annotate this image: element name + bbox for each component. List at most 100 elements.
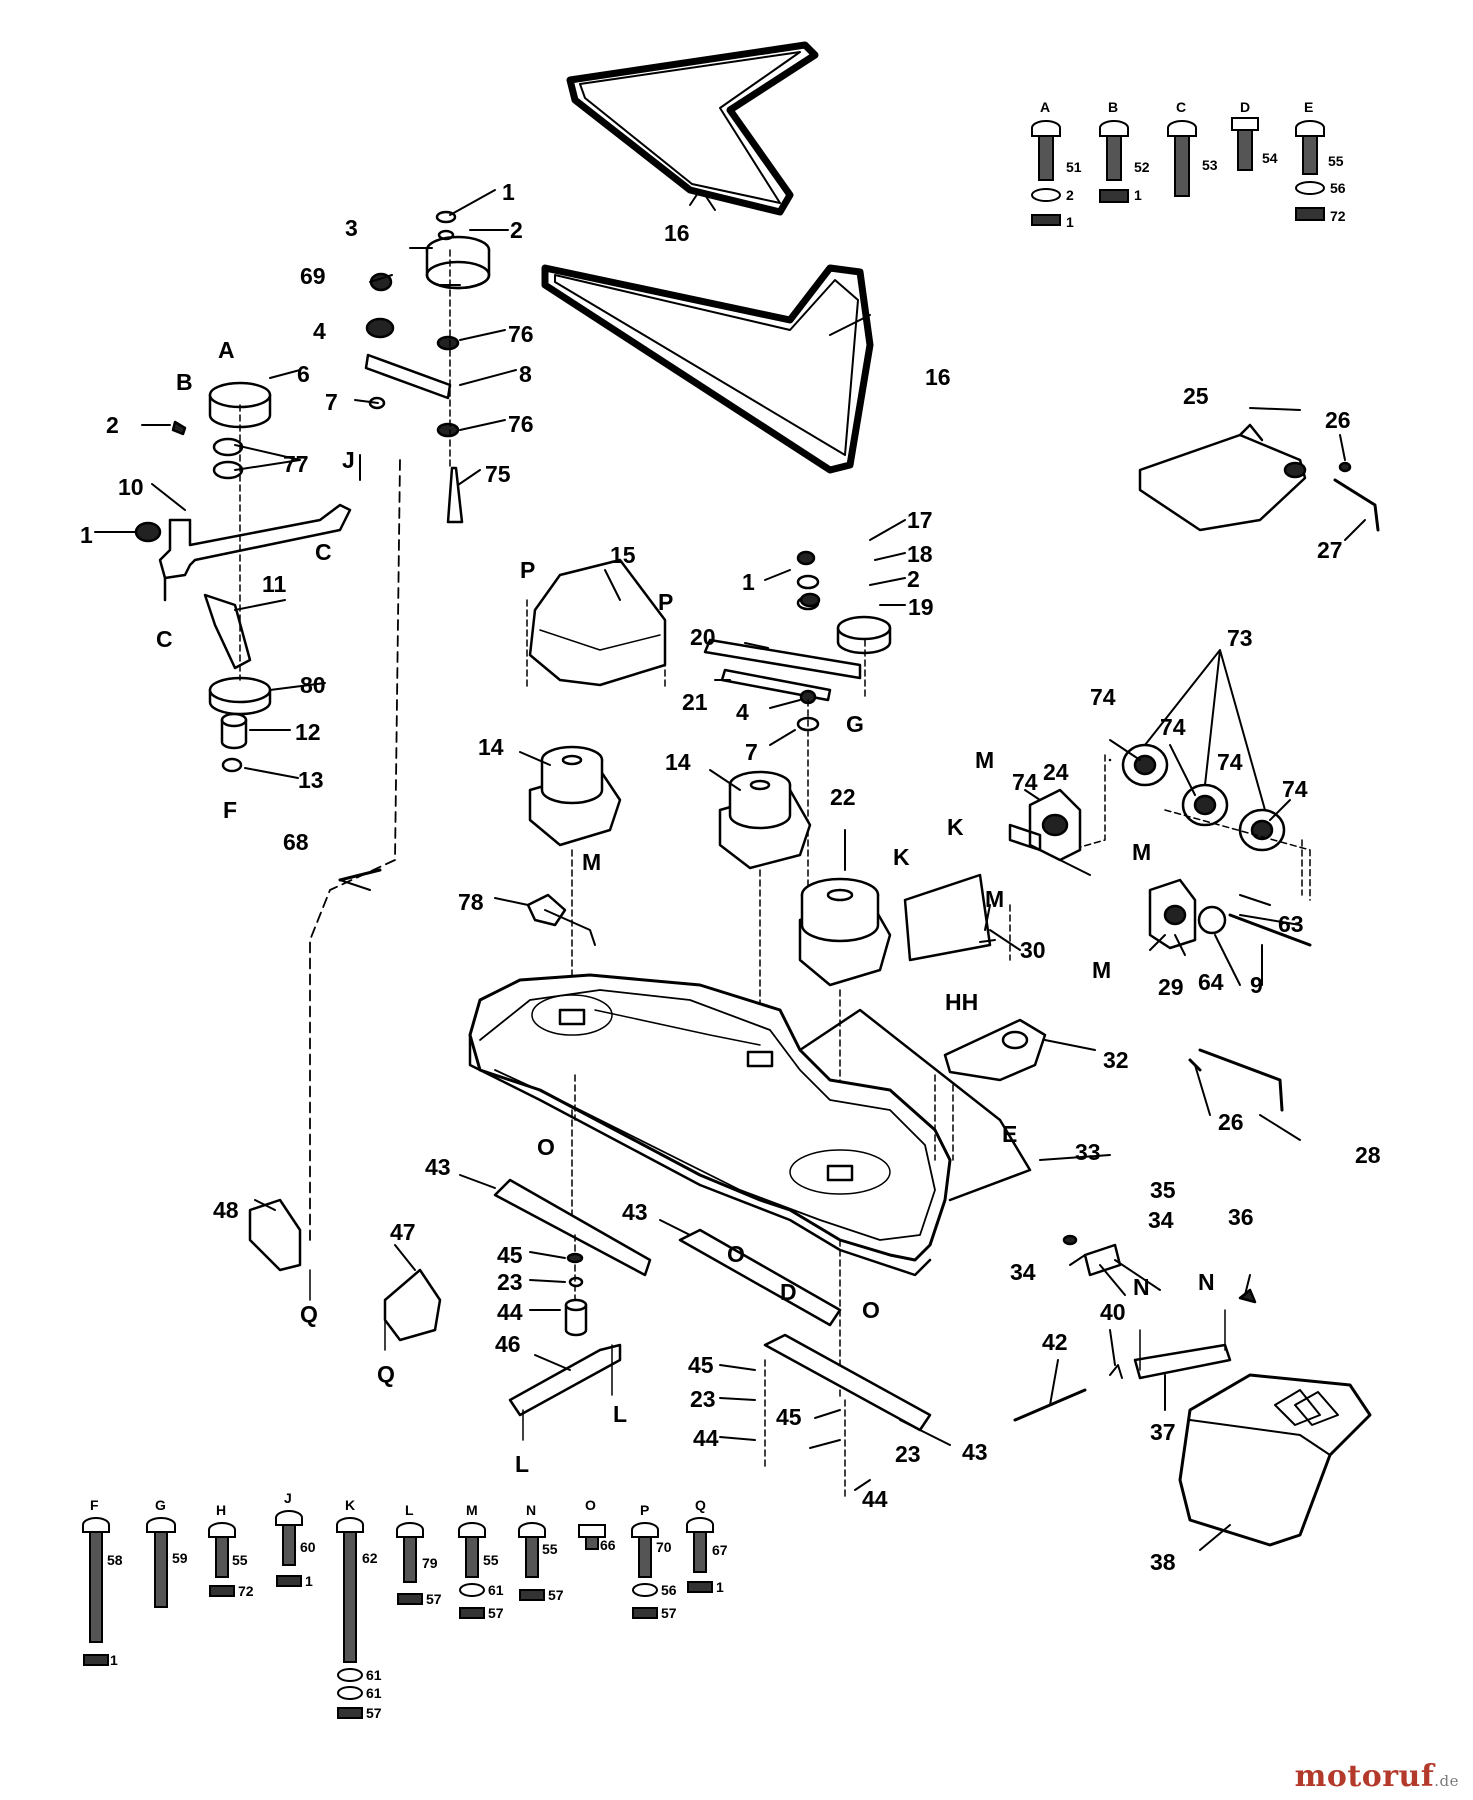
- callout-label: 26: [1218, 1109, 1244, 1135]
- callout-label: HH: [945, 989, 978, 1015]
- hardware-part: 72: [238, 1583, 254, 1599]
- wheel-bracket-24: [1008, 788, 1082, 862]
- callout-label: 19: [908, 594, 934, 620]
- callout-label: 16: [925, 364, 951, 390]
- callout-label: C: [315, 539, 332, 565]
- hardware-letter: Q: [695, 1497, 706, 1513]
- hardware-letter: A: [1040, 99, 1050, 115]
- callout-label: 43: [622, 1199, 648, 1225]
- callout-label: 14: [665, 749, 691, 775]
- hardware-letter: K: [345, 1497, 355, 1513]
- callout-label: 22: [830, 784, 856, 810]
- hardware-part: 1: [110, 1652, 118, 1668]
- callout-label: 2: [106, 412, 119, 438]
- control-cable: [309, 459, 401, 1241]
- hardware-letter: D: [1240, 99, 1250, 115]
- callout-label: 77: [283, 451, 309, 477]
- deflector-bracket: [1138, 423, 1380, 532]
- callout-label: M: [975, 747, 994, 773]
- callout-label: G: [846, 711, 864, 737]
- callout-label: O: [862, 1297, 880, 1323]
- spindle-center: [718, 770, 812, 1201]
- hardware-part: 58: [107, 1552, 123, 1568]
- hardware-part: 56: [1330, 180, 1346, 196]
- hardware-letter: N: [526, 1502, 536, 1518]
- hardware-letter: L: [405, 1502, 414, 1518]
- callout-label: L: [515, 1451, 529, 1477]
- hardware-part: 57: [488, 1605, 504, 1621]
- callout-label: E: [1002, 1121, 1017, 1147]
- hardware-letter: J: [284, 1490, 292, 1506]
- callout-label: 2: [907, 566, 920, 592]
- hardware-part: 79: [422, 1555, 438, 1571]
- watermark-suffix: .de: [1434, 1772, 1459, 1790]
- callout-label: 1: [80, 522, 93, 548]
- hardware-part: 57: [366, 1705, 382, 1721]
- callout-label: 44: [497, 1299, 523, 1325]
- plate-30: [903, 873, 992, 962]
- callout-label: 35: [1150, 1177, 1176, 1203]
- callout-label: P: [658, 589, 673, 615]
- callout-label: L: [613, 1401, 627, 1427]
- callout-label: 7: [745, 739, 758, 765]
- callout-label: 45: [776, 1404, 802, 1430]
- hardware-part: 1: [305, 1573, 313, 1589]
- callout-label: 74: [1160, 714, 1186, 740]
- hardware-part: 1: [1066, 214, 1074, 230]
- hardware-letter: H: [216, 1502, 226, 1518]
- callout-label: B: [176, 369, 193, 395]
- callout-label: 75: [485, 461, 511, 487]
- callout-label: 69: [300, 263, 326, 289]
- blade-right: [763, 1333, 932, 1501]
- hardware-part: 53: [1202, 157, 1218, 173]
- pulley-left: [134, 381, 352, 773]
- callout-label: 37: [1150, 1419, 1176, 1445]
- hardware-part: 55: [1328, 153, 1344, 169]
- callout-label: 74: [1012, 769, 1038, 795]
- callout-label: 36: [1228, 1204, 1254, 1230]
- hardware-part: 56: [661, 1582, 677, 1598]
- callout-label: 9: [1250, 972, 1263, 998]
- hardware-part: 2: [1066, 187, 1074, 203]
- hardware-part: 66: [600, 1537, 616, 1553]
- callout-label: 64: [1198, 969, 1224, 995]
- callout-label: 80: [300, 672, 326, 698]
- hardware-letter: G: [155, 1497, 166, 1513]
- callout-label: 63: [1278, 911, 1304, 937]
- callout-label: 24: [1043, 759, 1069, 785]
- callout-label: O: [727, 1241, 745, 1267]
- callout-label: 45: [688, 1352, 714, 1378]
- callout-label: 26: [1325, 407, 1351, 433]
- callout-label: 76: [508, 411, 534, 437]
- hardware-letter: E: [1304, 99, 1313, 115]
- callout-label: 23: [497, 1269, 523, 1295]
- gauge-wheels: [1069, 743, 1311, 901]
- callout-label: 25: [1183, 383, 1209, 409]
- dashed-connectors: [574, 839, 1303, 1161]
- callout-label: 2: [510, 217, 523, 243]
- callout-label: 27: [1317, 537, 1343, 563]
- hardware-top-labels: A 51 2 1 B 52 1 C 53 D 54 E 55 56 72: [1040, 99, 1346, 230]
- leader-lines: [94, 189, 1366, 1551]
- hardware-letter: M: [466, 1502, 478, 1518]
- callout-label: K: [947, 814, 964, 840]
- belt-upper: [566, 41, 819, 216]
- callout-label: 1: [742, 569, 755, 595]
- callout-label: P: [520, 557, 535, 583]
- hardware-letter: F: [90, 1497, 99, 1513]
- callout-label: 68: [283, 829, 309, 855]
- blade-center: [678, 1228, 842, 1327]
- callout-label: 10: [118, 474, 144, 500]
- pulley-right-upper: [703, 550, 892, 941]
- hardware-letter: P: [640, 1502, 649, 1518]
- callout-label: 44: [693, 1425, 719, 1451]
- hardware-part: 59: [172, 1550, 188, 1566]
- callout-label: 20: [690, 624, 716, 650]
- idler-pulley-assembly: [364, 210, 491, 524]
- hardware-part: 55: [542, 1541, 558, 1557]
- callout-label: M: [985, 886, 1004, 912]
- callout-label: 40: [1100, 1299, 1126, 1325]
- callout-label: 18: [907, 541, 933, 567]
- belt-lower: [541, 264, 874, 474]
- callout-label: Q: [300, 1301, 318, 1327]
